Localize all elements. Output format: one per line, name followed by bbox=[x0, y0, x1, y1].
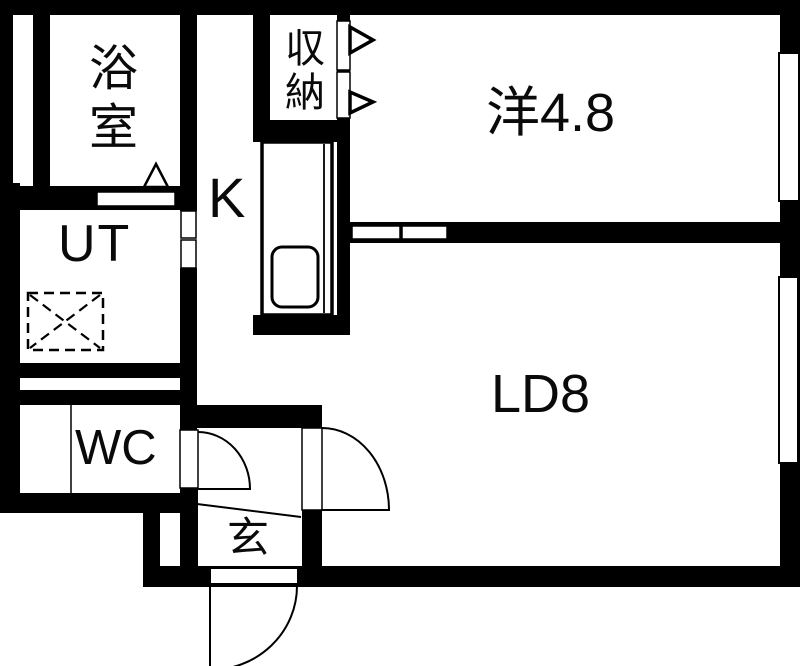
kitchen-label: K bbox=[208, 166, 246, 229]
wall-left-lower bbox=[0, 183, 20, 513]
wall-bathroom-left bbox=[33, 13, 50, 190]
wall-closet-left bbox=[253, 13, 270, 142]
utility-door-upper bbox=[180, 210, 197, 239]
front-door-panel bbox=[209, 567, 299, 585]
living-dining-label: LD8 bbox=[491, 364, 591, 424]
storage-label: 収納 bbox=[279, 27, 323, 115]
wall-toilet-bottom bbox=[0, 493, 196, 513]
bathroom-door-triangle-icon bbox=[141, 161, 171, 189]
wall-kitchen-bottom bbox=[253, 315, 350, 335]
wall-utility-toilet-a bbox=[20, 363, 180, 378]
closet-door-lower bbox=[336, 71, 351, 119]
entrance-step-line bbox=[196, 503, 302, 518]
wall-top bbox=[0, 0, 800, 15]
wall-utility-toilet-b bbox=[20, 390, 180, 405]
wall-hall-top bbox=[197, 405, 322, 428]
living-door-panel bbox=[301, 427, 323, 511]
toilet-door-arc bbox=[197, 431, 252, 490]
utility-label: UT bbox=[58, 215, 132, 273]
toilet-door-panel bbox=[179, 429, 199, 489]
washing-machine-cross-1 bbox=[29, 294, 101, 349]
wall-left-upper bbox=[0, 0, 13, 190]
window-western-room bbox=[778, 52, 800, 202]
closet-door-triangle-lower-icon bbox=[348, 89, 378, 116]
bathroom-label: 浴室 bbox=[82, 42, 136, 160]
kitchen-counter bbox=[260, 140, 334, 317]
sliding-door-right-panel bbox=[401, 225, 448, 240]
sliding-door-left-panel bbox=[351, 225, 401, 240]
closet-door-triangle-upper-icon bbox=[348, 24, 377, 56]
bathroom-door bbox=[96, 191, 176, 207]
wall-closet-bottom bbox=[253, 120, 350, 142]
utility-door-lower bbox=[180, 239, 197, 269]
wall-corridor-left-upper bbox=[180, 13, 197, 211]
front-door-arc bbox=[209, 585, 298, 666]
wall-bottom bbox=[143, 566, 800, 587]
wall-corridor-left-mid bbox=[180, 268, 197, 432]
western-room-label: 洋4.8 bbox=[486, 83, 616, 143]
living-door-arc bbox=[321, 427, 391, 511]
washing-machine-square-icon bbox=[26, 291, 105, 352]
kitchen-sink-icon bbox=[270, 245, 320, 309]
openings bbox=[96, 20, 800, 585]
wall-living-door-lower bbox=[302, 510, 322, 568]
window-living-dining bbox=[778, 276, 799, 464]
entrance-label: 玄 bbox=[227, 514, 270, 561]
washing-machine-cross-2 bbox=[29, 294, 101, 349]
toilet-label: WC bbox=[75, 421, 157, 475]
washing-machine-space bbox=[26, 291, 105, 352]
closet-door-upper bbox=[336, 20, 351, 71]
